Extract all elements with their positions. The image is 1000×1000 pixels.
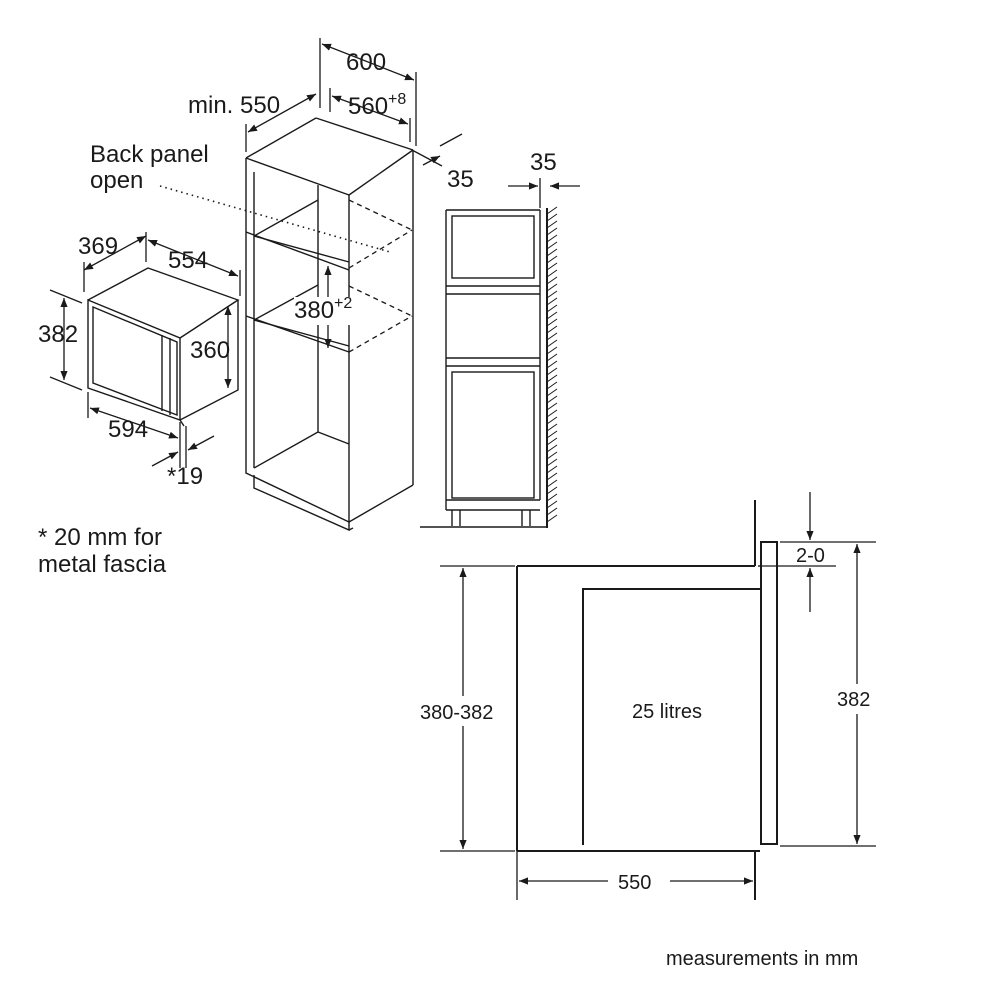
dim-35-top: 35 [411,133,474,193]
wall-hatch-line [546,451,558,460]
wall-hatch-line [546,381,558,390]
wall-hatch-line [546,311,558,320]
wall-hatch-line [546,346,558,355]
dim-380: 380+2 [294,266,356,348]
wall-hatch-line [546,297,558,306]
dim-19-label: *19 [167,463,203,490]
dim-380-382-label: 380-382 [420,702,493,724]
wall-hatch-line [546,332,558,341]
wall-hatch-line [546,465,558,474]
wall-hatch-line [546,269,558,278]
wall-hatch-line [546,486,558,495]
wall-hatch-line [546,514,558,523]
dim-35-side-label: 35 [530,149,557,176]
wall-hatch-line [546,444,558,453]
dim-600-label: 600 [346,49,386,76]
dim-382-right: 382 [780,544,880,847]
wall-hatch-line [546,213,558,222]
dim-554: 554 [147,239,241,296]
wall-hatch-line [546,339,558,348]
dim-594: 594 [87,392,179,443]
dim-560: 560+8 [329,88,411,142]
wall-hatch-line [546,437,558,446]
dim-382-right-label: 382 [837,689,870,711]
dim-550-bottom: 550 [516,851,753,900]
dim-360: 360 [190,306,232,388]
wall-hatch-line [546,479,558,488]
dim-550-bottom-label: 550 [618,872,651,894]
dim-382-left: 382 [38,289,83,391]
wall-hatch-line [546,500,558,509]
note-line1: * 20 mm for [38,524,162,551]
wall-hatch-line [546,374,558,383]
tall-cabinet [159,117,414,532]
wall-hatch-line [546,283,558,292]
dim-min550-label: min. 550 [188,92,280,119]
wall-hatch-line [546,304,558,313]
dim-2-0-label: 2-0 [796,545,825,567]
dim-35-side: 35 [508,149,580,208]
wall-hatching [546,206,558,523]
wall-hatch-line [546,409,558,418]
dim-380-label: 380+2 [294,295,352,324]
wall-hatch-line [546,234,558,243]
dim-19: *19 [151,422,215,490]
dim-560-label: 560+8 [348,91,406,120]
wall-hatch-line [546,402,558,411]
note-line2: metal fascia [38,551,167,578]
dim-600: 600 [319,38,417,146]
units-note: measurements in mm [666,948,858,970]
wall-hatch-line [546,458,558,467]
wall-hatch-line [546,353,558,362]
dim-2-0: 2-0 [760,492,876,612]
wall-hatch-line [546,423,558,432]
wall-hatch-line [546,276,558,285]
capacity-label: 25 litres [632,701,702,723]
wall-hatch-line [546,262,558,271]
wall-hatch-line [546,248,558,257]
back-panel-label: Back panel [90,141,209,168]
wall-hatch-line [546,227,558,236]
dim-594-label: 594 [108,416,148,443]
dim-382-left-label: 382 [38,321,78,348]
wall-hatch-line [546,507,558,516]
wall-hatch-line [546,416,558,425]
wall-hatch-line [546,290,558,299]
back-panel-open-label: open [90,167,143,194]
wall-hatch-line [546,255,558,264]
wall-hatch-line [546,367,558,376]
dim-360-label: 360 [190,337,230,364]
wall-hatch-line [546,395,558,404]
wall-hatch-line [546,241,558,250]
wall-hatch-line [546,493,558,502]
wall-hatch-line [546,325,558,334]
dim-369-label: 369 [78,233,118,260]
dim-35-top-label: 35 [447,166,474,193]
wall-hatch-line [546,206,558,215]
dim-369: 369 [78,232,147,292]
dim-554-label: 554 [168,247,208,274]
wall-hatch-line [546,472,558,481]
dim-380-382: 380-382 [418,565,515,852]
dim-min550: min. 550 [188,92,317,152]
front-section [516,500,778,900]
wall-hatch-line [546,220,558,229]
wall-hatch-line [546,430,558,439]
wall-hatch-line [546,388,558,397]
side-section [420,206,558,528]
wall-hatch-line [546,360,558,369]
wall-hatch-line [546,318,558,327]
